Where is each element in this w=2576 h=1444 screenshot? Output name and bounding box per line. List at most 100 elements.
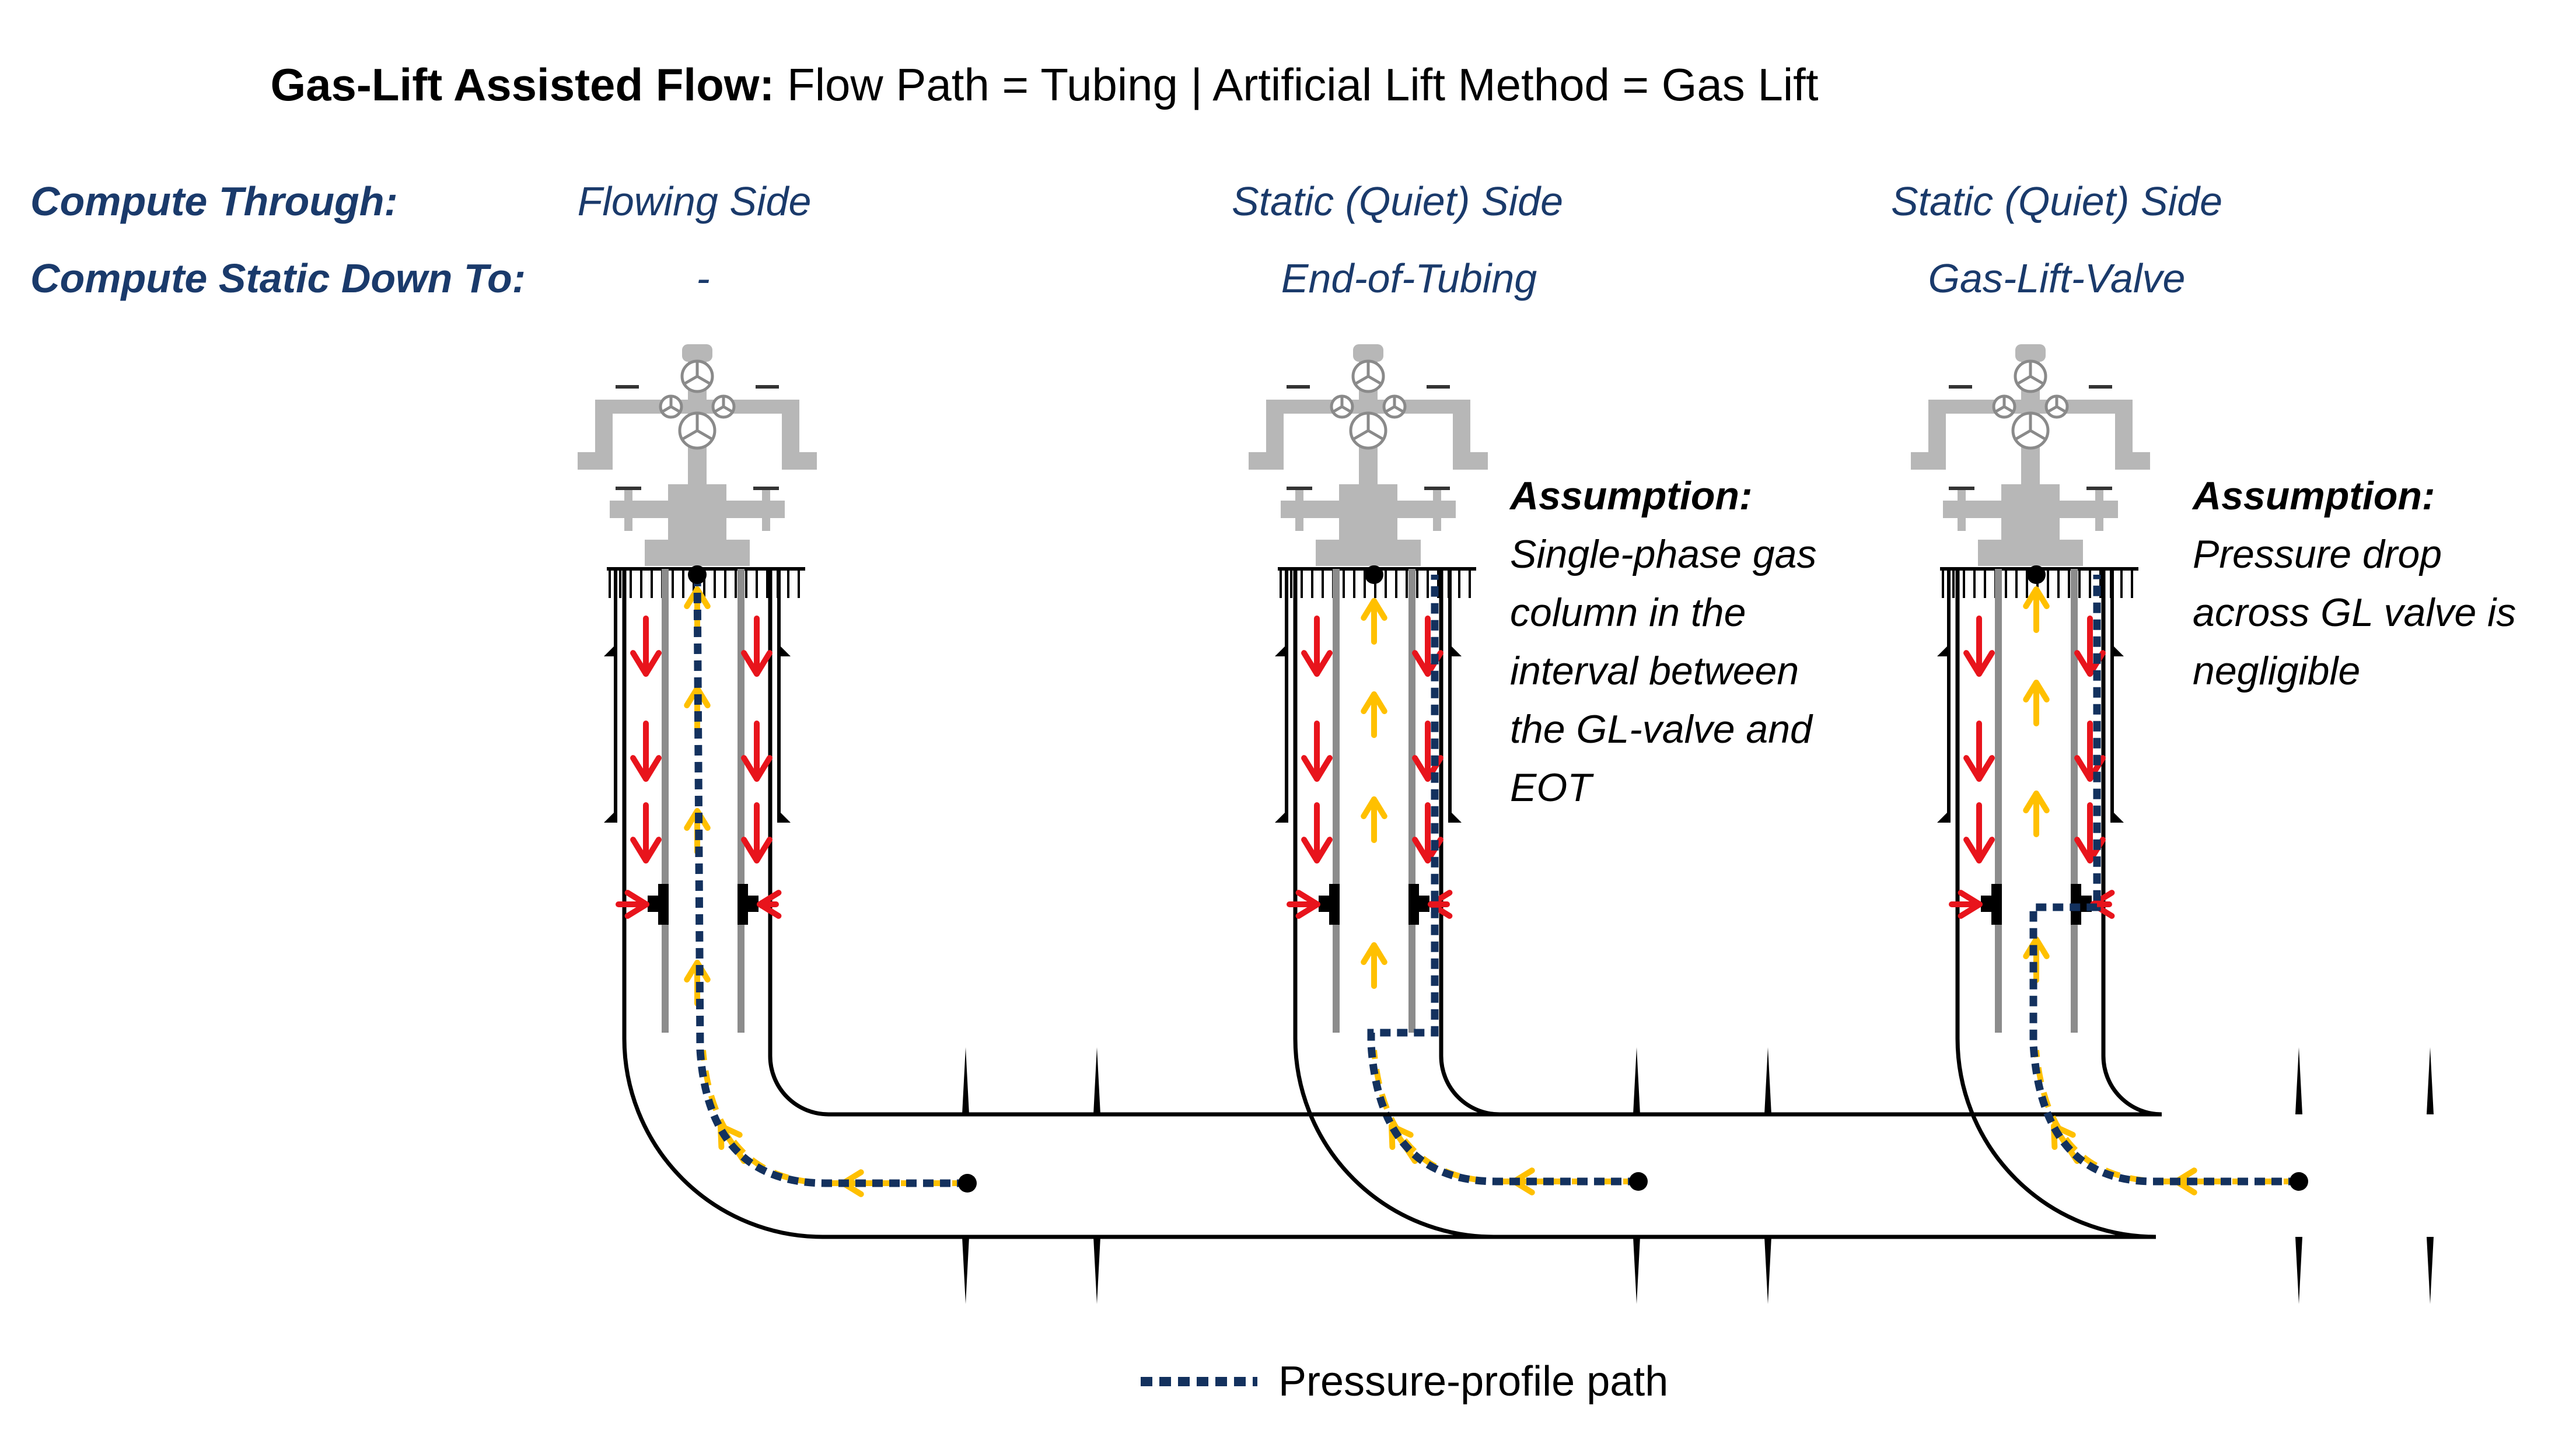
handwheel-spoke (1994, 405, 2005, 414)
handwheel-spoke (714, 405, 725, 414)
panel-1-static-to: - (696, 256, 710, 301)
well-panel-3 (1202, 344, 2434, 1304)
casing-valve-left (1943, 501, 2001, 518)
assumption-heading: Assumption: (2193, 474, 2435, 518)
tree-wing (613, 400, 782, 414)
flow-arrow-head (1963, 755, 1995, 782)
casing-shoe (779, 645, 791, 656)
flow-arrow-head (2051, 1123, 2076, 1150)
casing-shoe (1450, 645, 1462, 656)
flow-arrow-head (2023, 586, 2050, 609)
production-casing-outer (622, 569, 1202, 1239)
perforation (1764, 1047, 1771, 1114)
handwheel-spoke (681, 429, 698, 441)
casing-shoe (2112, 645, 2124, 656)
handwheel-spoke (2029, 375, 2044, 386)
diagram-title: Gas-Lift Assisted Flow: Flow Path = Tubi… (0, 58, 2089, 111)
casing-valve-left (610, 501, 668, 518)
flow-arrow-head (684, 586, 711, 609)
wellhead-flange (1978, 540, 2083, 566)
perforation (1633, 1237, 1640, 1304)
handwheel-spoke (661, 405, 672, 414)
handwheel-spoke (1385, 405, 1396, 414)
tubing-head (668, 484, 726, 543)
production-casing-inner (768, 569, 1202, 1117)
wing-foot-right (2115, 452, 2150, 470)
panel-3-compute-through: Static (Quiet) Side (1891, 179, 2222, 224)
flow-arrow-head (684, 808, 711, 831)
assumption-heading: Assumption: (1510, 474, 1753, 518)
row-label-compute-through: Compute Through: (30, 179, 398, 224)
gas-lift-valve-icon (1412, 896, 1429, 912)
tree-cap (682, 344, 712, 362)
wing-foot-left (1911, 452, 1946, 470)
flow-arrow-head (1301, 755, 1333, 782)
flow-arrow-head (1963, 837, 1995, 863)
well-panel-2 (1202, 344, 1771, 1304)
tubing-head (2001, 484, 2060, 543)
wing-foot-left (1249, 452, 1284, 470)
flow-arrow-head (741, 837, 773, 863)
title-bold: Gas-Lift Assisted Flow: (270, 59, 775, 110)
handwheel-spoke (2003, 405, 2014, 414)
assumption-line: EOT (1510, 765, 1592, 810)
flow-arrow-head (1301, 837, 1333, 863)
casing-shoe (2112, 811, 2124, 823)
casing-valve-body (624, 490, 632, 531)
gas-lift-valve-icon (741, 896, 759, 912)
flow-arrow-head (1389, 1123, 1414, 1150)
casing-valve-right (2060, 501, 2118, 518)
panel-1-compute-through: Flowing Side (577, 179, 812, 224)
tubing-head (1339, 484, 1397, 543)
wing-foot-right (782, 452, 817, 470)
handwheel-spoke (1393, 405, 1404, 414)
perforation (962, 1047, 969, 1114)
assumption-panel-3: Assumption: Pressure drop across GL valv… (2193, 467, 2516, 700)
casing-shoe (779, 811, 791, 823)
tree-cap (2015, 344, 2046, 362)
reservoir-node (2290, 1172, 2308, 1191)
flow-arrow-head (1361, 598, 1387, 621)
handwheel-spoke (696, 429, 714, 441)
casing-valve-body (762, 490, 770, 531)
casing-valve-body (1295, 490, 1303, 531)
handwheel-spoke (1352, 429, 1369, 441)
flow-arrow-head (1361, 691, 1387, 714)
gas-lift-valve-icon (648, 896, 665, 912)
flow-arrow-head (1301, 650, 1333, 677)
casing-shoe (1937, 811, 1949, 823)
assumption-line: Pressure drop (2193, 532, 2442, 576)
reservoir-node (958, 1174, 977, 1193)
panel-2-static-to: End-of-Tubing (1281, 256, 1537, 301)
legend-label: Pressure-profile path (1278, 1358, 1669, 1405)
flow-arrow-head (741, 650, 773, 677)
wellhead-flange (645, 540, 750, 566)
flow-arrow-head (1428, 890, 1453, 919)
perforation (2295, 1047, 2302, 1114)
flow-arrow-head (2023, 680, 2050, 702)
tree-cap (1353, 344, 1383, 362)
row-label-compute-static: Compute Static Down To: (30, 256, 526, 301)
title-rest: Flow Path = Tubing | Artificial Lift Met… (774, 59, 1819, 110)
wing-foot-left (578, 452, 613, 470)
handwheel-spoke (722, 405, 733, 414)
casing-shoe (1450, 811, 1462, 823)
tree-wing (1284, 400, 1453, 414)
handwheel-spoke (1367, 375, 1382, 386)
wellhead-flange (1316, 540, 1421, 566)
well-panel-1 (578, 344, 1202, 1304)
flow-arrow-head (1963, 650, 1995, 677)
flow-arrow-head (2023, 936, 2050, 959)
gas-lift-valve-icon (1319, 896, 1336, 912)
handwheel-spoke (1332, 405, 1343, 414)
wing-foot-right (1453, 452, 1488, 470)
handwheel-spoke (683, 375, 698, 386)
wellhead-node (1365, 565, 1383, 584)
casing-shoe (1275, 811, 1287, 823)
assumption-line: across GL valve is (2193, 590, 2516, 635)
casing-valve-body (1958, 490, 1966, 531)
casing-valve-body (1433, 490, 1441, 531)
perforation (1764, 1237, 1771, 1304)
perforation (2427, 1047, 2434, 1114)
